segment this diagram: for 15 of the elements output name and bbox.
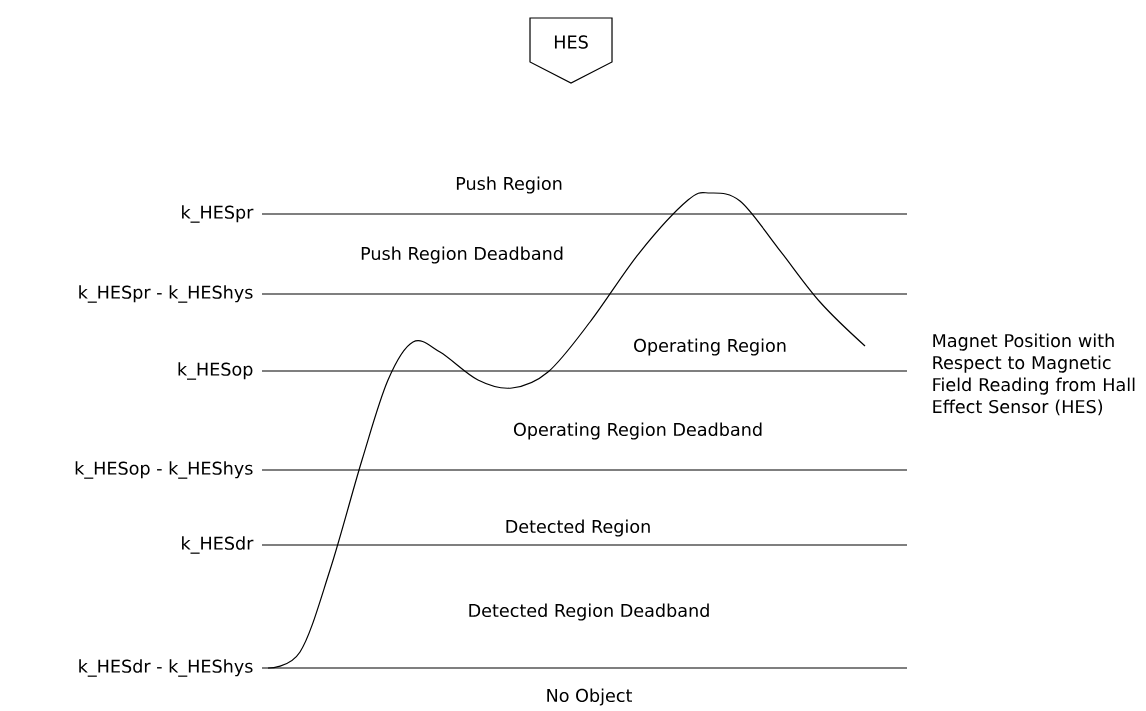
axis-note: Magnet Position with Respect to Magnetic Field Reading from Hall Effect Sensor (HES) [933,333,1135,416]
region-label: Operating Region Deadband [513,422,762,440]
region-label: Detected Region Deadband [469,603,709,621]
region-label: Operating Region [634,338,786,356]
threshold-label: k_HESpr [182,205,254,223]
threshold-label: k_HESop [178,362,253,380]
threshold-label: k_HESdr - k_HEShys [79,659,253,677]
threshold-label: k_HESpr - k_HEShys [79,285,253,303]
threshold-label: k_HESdr [182,536,254,554]
region-label: Push Region Deadband [361,246,563,264]
offpage-connector: HES [529,17,613,84]
region-label: No Object [547,688,632,706]
threshold-label: k_HESop - k_HEShys [75,461,253,479]
region-label: Push Region [456,176,562,194]
region-label: Detected Region [506,519,650,537]
